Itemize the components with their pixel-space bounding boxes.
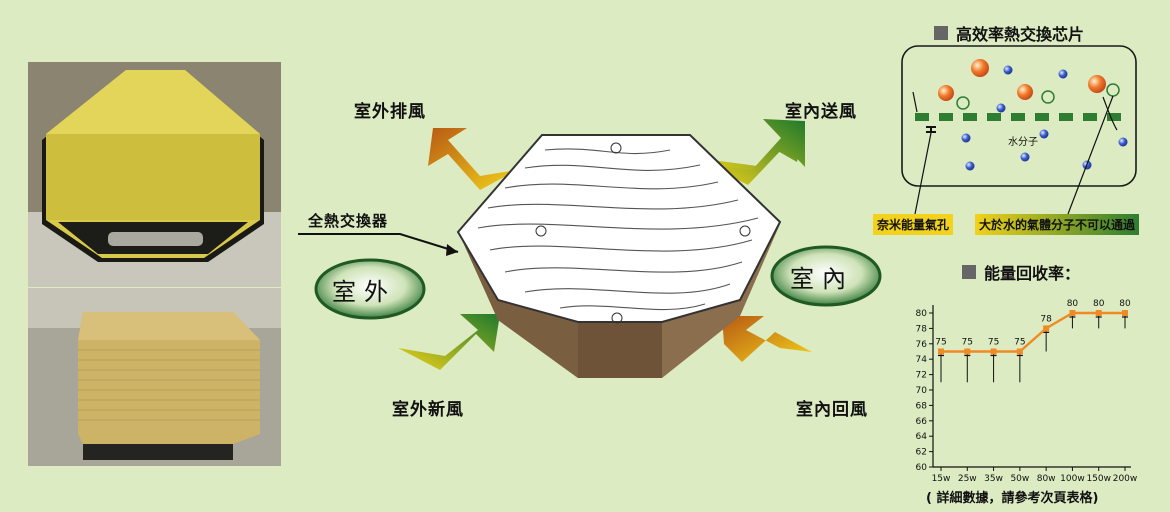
- data-point: [990, 348, 997, 355]
- exchanger-pointer-line: [298, 233, 459, 253]
- data-point: [1122, 310, 1128, 316]
- y-tick-label: 74: [916, 355, 928, 365]
- exchanger-photo-top: [28, 62, 281, 287]
- arrow-indoor-supply: [706, 119, 805, 185]
- x-tick-label: 150w: [1086, 474, 1111, 484]
- x-tick-label: 100w: [1060, 474, 1085, 484]
- outdoor-oval: [314, 258, 426, 320]
- x-tick-label: 50w: [1010, 474, 1029, 484]
- y-tick-label: 68: [916, 401, 928, 411]
- recovery-title: 能量回收率：: [962, 260, 1080, 284]
- y-tick-label: 62: [916, 448, 927, 458]
- data-point: [1043, 325, 1050, 332]
- label-outdoor-fresh: 室外新風: [392, 400, 464, 420]
- tag-nano-pore: 奈米能量氣孔: [873, 214, 954, 235]
- data-point: [1069, 310, 1076, 316]
- recovery-title-text: 能量回收率：: [984, 264, 1081, 283]
- data-point: [964, 348, 971, 355]
- arrow-indoor-return: [722, 316, 812, 362]
- label-outdoor-exhaust: 室外排風: [354, 102, 426, 122]
- x-tick-label: 35w: [984, 474, 1003, 484]
- square-bullet-icon: [962, 265, 976, 279]
- recovery-chart: 60 62 64 66 68 70 72 74 76 78 80 15w 25w 35w 50w 80w 100…: [916, 299, 1138, 484]
- data-label: 75: [988, 338, 999, 348]
- tag-large-molecule: 大於水的氣體分子不可以通過: [975, 214, 1140, 235]
- y-tick-label: 70: [916, 386, 928, 396]
- exchanger-photo-bottom: [28, 288, 281, 466]
- data-point: [1016, 348, 1023, 355]
- data-label: 80: [1093, 299, 1105, 309]
- y-tick-label: 66: [916, 417, 928, 427]
- label-exchanger: 全熱交換器: [308, 212, 389, 230]
- exchanger-pointer-arrowhead: [446, 244, 458, 256]
- data-label: 80: [1067, 299, 1079, 309]
- membrane-title-text: 高效率熱交換芯片: [956, 25, 1085, 44]
- indoor-oval: [770, 245, 882, 307]
- label-indoor-supply: 室內送風: [785, 102, 857, 122]
- arrow-outdoor-fresh: [398, 314, 500, 370]
- label-outdoor: 室外: [332, 278, 396, 306]
- membrane-panel: [901, 45, 1137, 215]
- data-point: [938, 348, 944, 355]
- recovery-note: ( 詳細數據，請參考次頁表格): [926, 491, 1099, 506]
- exchanger-block: [456, 134, 782, 378]
- label-water-molecule: 水分子: [1008, 137, 1038, 148]
- label-indoor: 室內: [790, 265, 854, 293]
- data-label: 75: [935, 338, 946, 348]
- data-label: 80: [1119, 299, 1131, 309]
- x-tick-label: 15w: [932, 474, 951, 484]
- x-tick-label: 80w: [1037, 474, 1056, 484]
- x-tick-label: 25w: [958, 474, 977, 484]
- exchanger-photo-bottom-drawing: [28, 288, 281, 466]
- y-tick-label: 76: [916, 340, 928, 350]
- exchanger-photo-top-drawing: [28, 62, 281, 287]
- y-tick-label: 60: [916, 463, 928, 473]
- y-tick-label: 72: [916, 371, 927, 381]
- data-label: 75: [1014, 338, 1025, 348]
- y-tick-label: 64: [916, 432, 928, 442]
- arrow-outdoor-exhaust: [428, 128, 517, 190]
- square-bullet-icon: [934, 26, 948, 40]
- data-point: [1095, 310, 1102, 316]
- data-label: 78: [1040, 314, 1052, 324]
- data-label: 75: [962, 338, 973, 348]
- series-line: [941, 311, 1125, 353]
- membrane-title: 高效率熱交換芯片: [934, 21, 1084, 45]
- label-indoor-return: 室內回風: [796, 400, 868, 420]
- y-tick-label: 78: [916, 324, 928, 334]
- y-tick-label: 80: [916, 309, 928, 319]
- x-tick-label: 200w: [1113, 474, 1138, 484]
